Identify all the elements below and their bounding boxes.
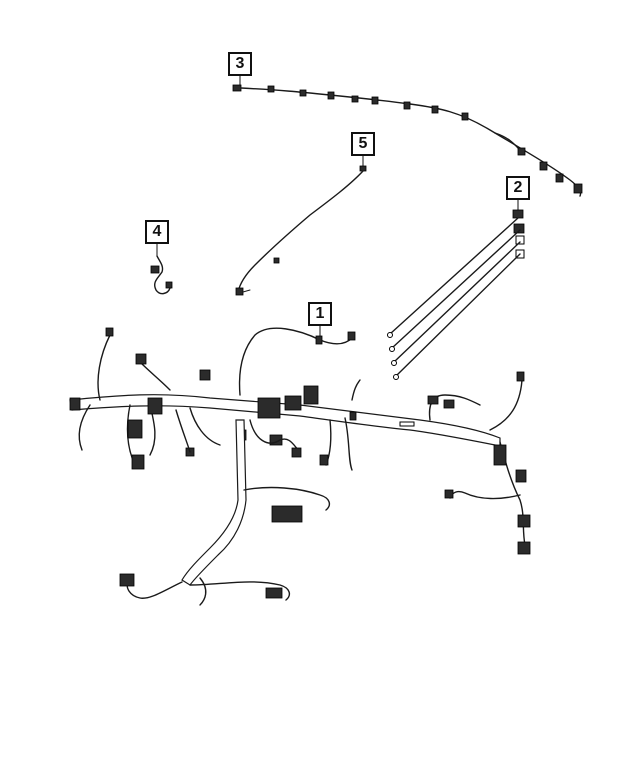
part-3-harness — [232, 76, 583, 197]
callout-1: 1 — [308, 302, 332, 326]
callout-4: 4 — [145, 220, 169, 244]
callout-5: 5 — [351, 132, 375, 156]
part-5-harness — [235, 156, 367, 296]
callout-2: 2 — [506, 176, 530, 200]
part-1-main-harness — [69, 326, 531, 606]
part-4-jumper — [150, 244, 173, 295]
part-2-cable-set — [387, 200, 525, 380]
callout-3: 3 — [228, 52, 252, 76]
